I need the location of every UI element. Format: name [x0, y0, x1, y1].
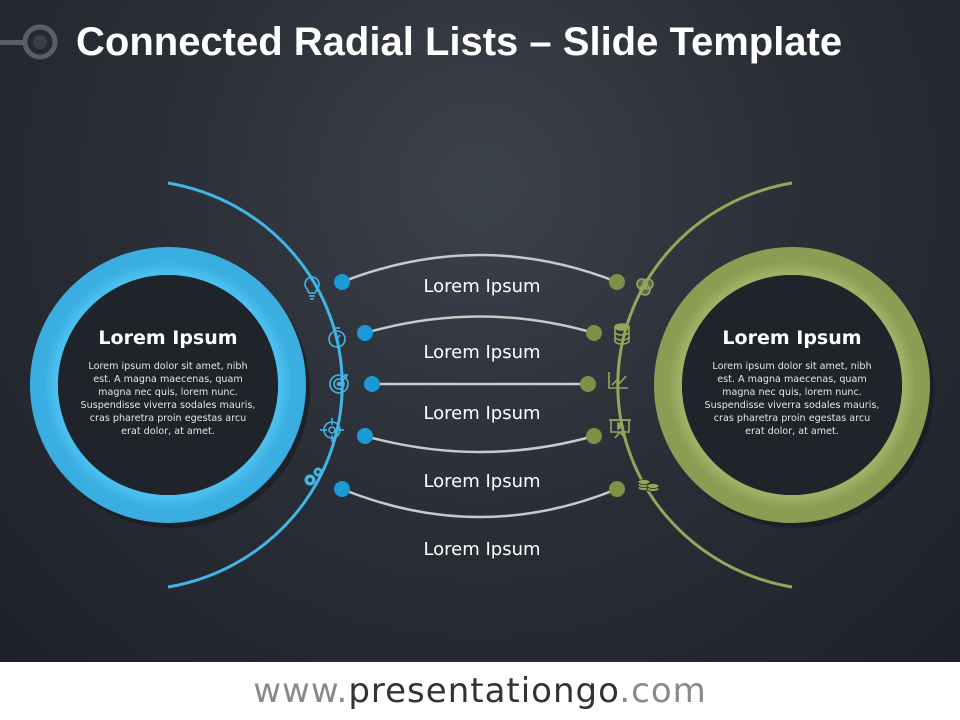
radial-diagram [30, 181, 934, 589]
right-ring-center [682, 275, 902, 495]
lightbulb-icon [304, 276, 320, 300]
connection-label-5: Lorem Ipsum [423, 539, 541, 560]
logo-mark-icon [0, 24, 58, 60]
footer-prefix: www. [253, 671, 349, 711]
connector-line-2 [364, 315, 595, 335]
right-panel: Lorem Ipsum Lorem ipsum dolor sit amet, … [704, 326, 880, 438]
footer-brand: presentationgo [348, 671, 620, 711]
connection-label-4: Lorem Ipsum [423, 471, 541, 492]
footer-website: www.presentationgo.com [0, 662, 960, 720]
slide-title: Connected Radial Lists – Slide Template [76, 20, 843, 64]
connector-line-1 [341, 253, 618, 284]
target-icon [329, 374, 349, 394]
right-node-dot-3 [580, 376, 596, 392]
right-ring [654, 247, 930, 523]
slide-canvas: Connected Radial Lists – Slide Template [0, 0, 960, 662]
left-node-dot-5 [334, 481, 350, 497]
left-panel-body: Lorem ipsum dolor sit amet, nibh est. A … [80, 361, 256, 437]
connection-label-2: Lorem Ipsum [423, 342, 541, 363]
venn-circles-icon [636, 278, 654, 296]
gears-icon [304, 467, 323, 486]
left-node-dot-2 [357, 325, 373, 341]
left-panel: Lorem Ipsum Lorem ipsum dolor sit amet, … [80, 326, 256, 438]
left-ring-center [58, 275, 278, 495]
left-node-dot-3 [364, 376, 380, 392]
connection-label-3: Lorem Ipsum [423, 403, 541, 424]
left-ring [30, 247, 306, 523]
right-node-dot-2 [586, 325, 602, 341]
right-node-dot-1 [609, 274, 625, 290]
footer-suffix: .com [619, 671, 707, 711]
right-panel-body: Lorem ipsum dolor sit amet, nibh est. A … [704, 361, 880, 437]
right-node-dot-4 [586, 428, 602, 444]
stopwatch-icon [328, 327, 346, 348]
database-icon [614, 323, 630, 345]
coins-icon [637, 479, 660, 492]
left-outer-arc [167, 181, 344, 589]
presentation-board-icon [609, 419, 631, 439]
crosshair-icon [320, 418, 344, 442]
connector-line-4 [364, 434, 595, 454]
right-outer-arc [616, 181, 793, 589]
connection-label-1: Lorem Ipsum [423, 276, 541, 297]
line-chart-icon [608, 372, 628, 389]
connector-line-5 [341, 487, 618, 519]
left-panel-title: Lorem Ipsum [98, 327, 238, 349]
right-panel-title: Lorem Ipsum [722, 327, 862, 349]
right-node-dot-5 [609, 481, 625, 497]
left-node-dot-4 [357, 428, 373, 444]
left-node-dot-1 [334, 274, 350, 290]
